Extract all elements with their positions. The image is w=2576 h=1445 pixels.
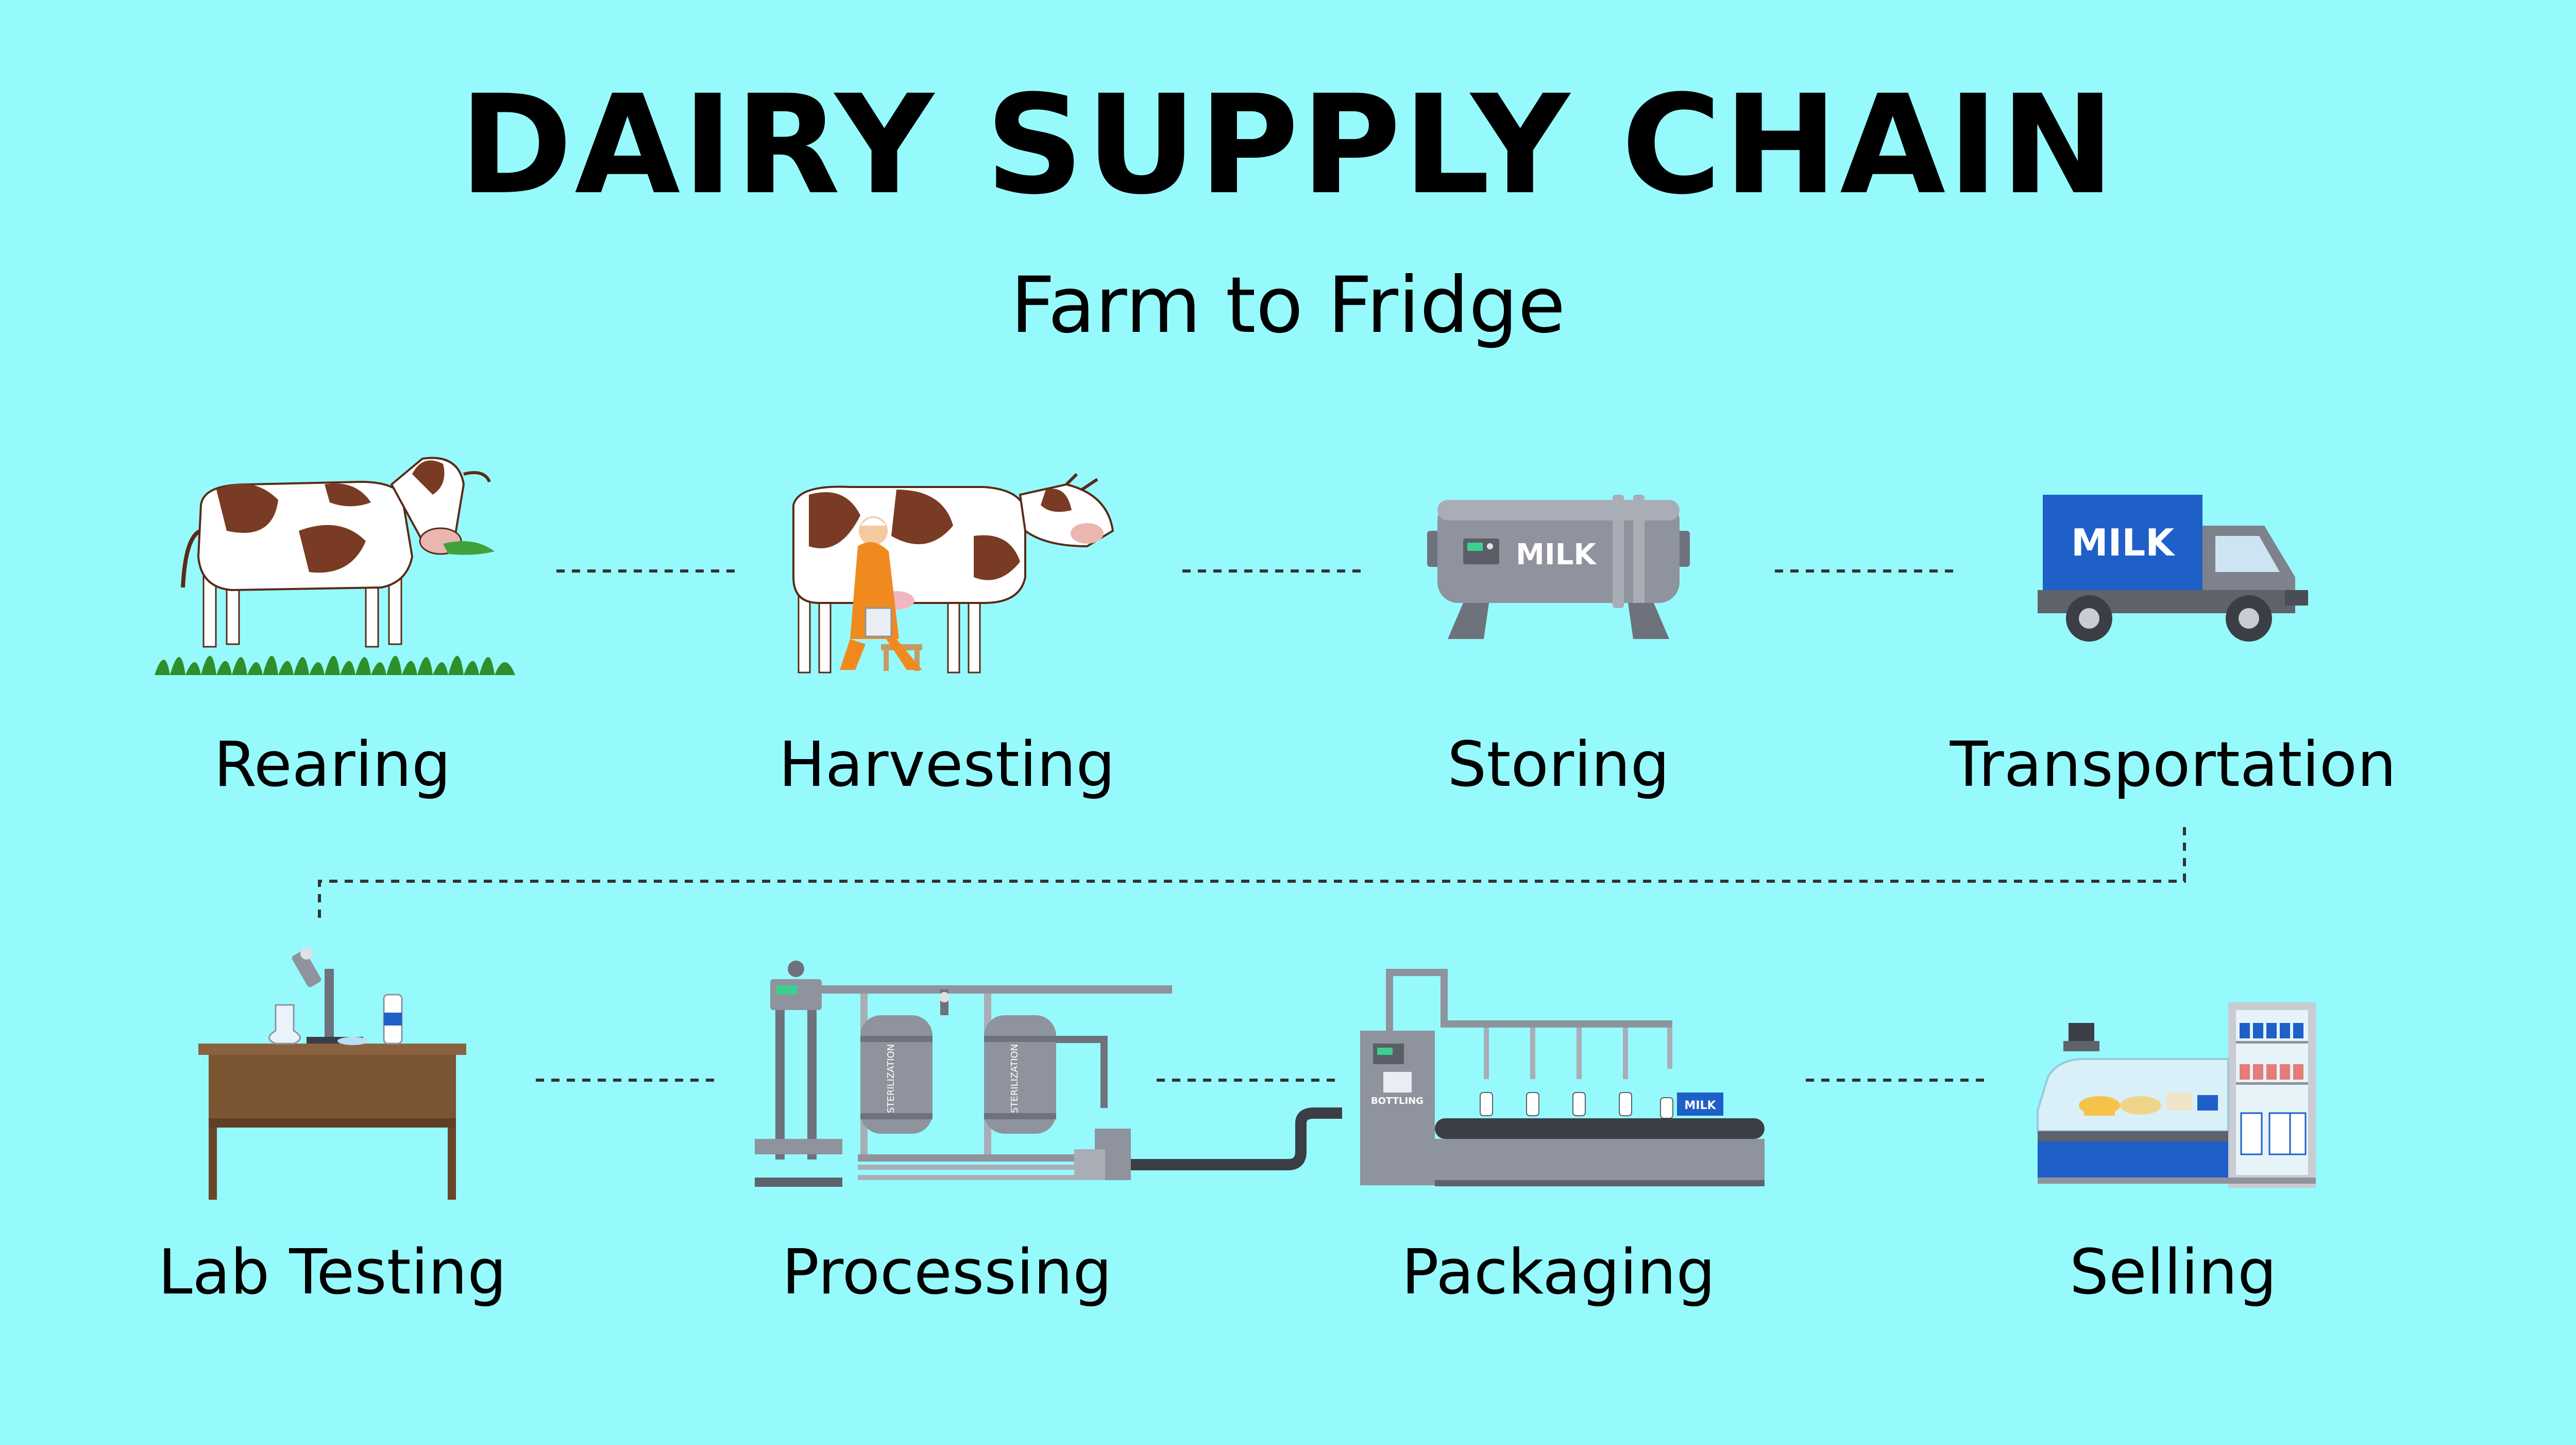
page-title: DAIRY SUPPLY CHAIN [459,66,2117,225]
step-storing-illustration: MILK [1427,490,1690,649]
connector-transportation-labtesting [318,827,2186,922]
step-rearing-label: Rearing [213,729,451,801]
crate-milk-text: MILK [1684,1099,1716,1112]
bottling-text: BOTTLING [1371,1096,1423,1106]
step-harvesting-illustration [778,473,1114,675]
truck-milk-text: MILK [2071,521,2175,564]
sterilization-plant-icon: STERILIZATION STERILIZATION [755,961,1342,1187]
step-harvesting-label: Harvesting [778,729,1115,801]
step-labtesting-illustration [198,947,466,1201]
cow-grazing-icon [155,457,515,675]
step-selling-label: Selling [2069,1237,2277,1308]
step-transportation-label: Transportation [1950,729,2397,801]
milking-cow-icon [792,473,1114,674]
lab-desk-icon [198,947,466,1200]
tank-milk-text: MILK [1516,538,1597,572]
sterilization-text-1: STERILIZATION [886,1044,896,1113]
page-subtitle: Farm to Fridge [1010,261,1566,350]
step-transportation-illustration: MILK [2038,495,2311,654]
milk-truck-icon: MILK [2038,495,2308,642]
step-processing-label: Processing [782,1237,1112,1308]
sterilization-text-2: STERILIZATION [1009,1044,1020,1113]
step-selling-illustration [2037,1002,2316,1188]
shop-counter-icon [2037,1002,2316,1188]
step-processing-illustration: STERILIZATION STERILIZATION [755,959,1342,1190]
bottling-line-icon: BOTTLING MILK [1360,969,1765,1186]
milk-tank-icon: MILK [1427,495,1690,639]
step-packaging-label: Packaging [1401,1237,1716,1308]
step-storing-label: Storing [1447,729,1670,801]
step-labtesting-label: Lab Testing [158,1237,507,1308]
step-rearing-illustration [155,453,515,675]
step-packaging-illustration: BOTTLING MILK [1360,964,1767,1190]
